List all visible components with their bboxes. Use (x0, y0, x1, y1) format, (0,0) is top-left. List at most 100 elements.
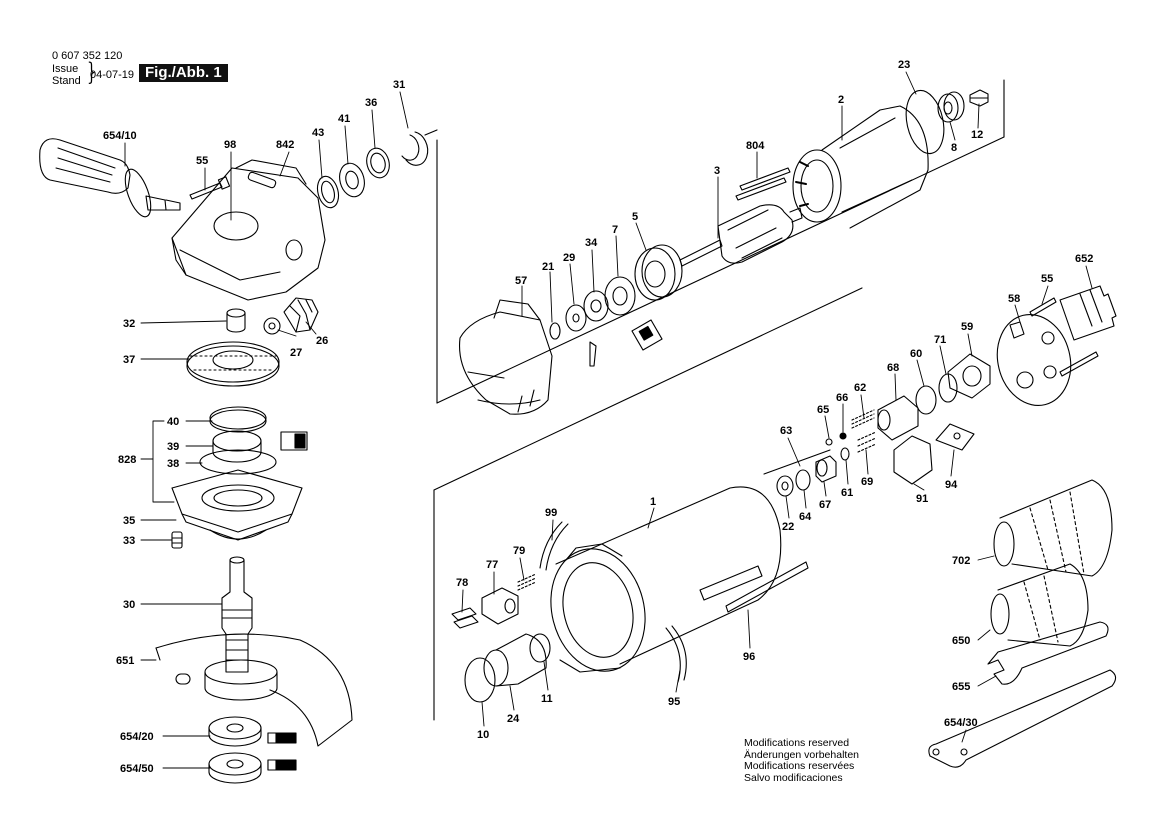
rotor (679, 204, 803, 267)
o-ring-38 (199, 449, 277, 475)
label-41: 41 (338, 113, 350, 125)
label-29: 29 (563, 252, 575, 264)
label-10: 10 (477, 729, 489, 741)
endplate-58 (996, 313, 1072, 407)
side-handle (39, 138, 181, 218)
label-30: 30 (123, 599, 135, 611)
pinion-26 (283, 297, 319, 333)
label-61: 61 (841, 487, 853, 499)
label-5: 5 (632, 211, 638, 223)
leader-lines (124, 71, 1093, 769)
label-96 (725, 561, 809, 613)
label-91: 91 (916, 493, 928, 505)
gasket-99 (539, 521, 569, 571)
ring-71 (938, 373, 958, 403)
label-21: 21 (542, 261, 554, 273)
label-63: 63 (780, 425, 792, 437)
label-62: 62 (854, 382, 866, 394)
label-654-30: 654/30 (944, 717, 978, 729)
label-94: 94 (945, 479, 958, 491)
label-828: 828 (118, 454, 136, 466)
motor-cylinder (792, 105, 929, 229)
label-12: 12 (971, 129, 983, 141)
label-35: 35 (123, 515, 135, 527)
label-55: 55 (196, 155, 208, 167)
symbol-box-654-20 (267, 732, 297, 744)
silencer-702 (993, 479, 1113, 577)
bearing-5 (634, 244, 683, 301)
guide-line-63 (763, 449, 831, 475)
label-23: 23 (898, 59, 910, 71)
assembly-frame-lower (433, 287, 863, 721)
notice-line-en: Modifications reserved (744, 737, 850, 749)
ring-10 (464, 657, 496, 703)
screw-58 (1059, 351, 1099, 377)
spindle (221, 556, 253, 673)
label-95: 95 (668, 696, 680, 708)
ball-66 (839, 432, 847, 440)
circlip-40 (209, 406, 267, 433)
label-58: 58 (1008, 293, 1020, 305)
ring-61 (840, 447, 850, 461)
label-652: 652 (1075, 253, 1093, 265)
issue-label: Issue (52, 63, 79, 75)
clip-94 (935, 423, 975, 451)
hose-nipple-652 (1059, 285, 1117, 341)
notice-line-es: Salvo modificaciones (744, 771, 843, 784)
label-654-10: 654/10 (103, 130, 137, 142)
label-57: 57 (515, 275, 527, 287)
label-1: 1 (650, 496, 656, 508)
label-77: 77 (486, 559, 498, 571)
label-55b: 55 (1041, 273, 1053, 285)
label-804: 804 (746, 140, 765, 152)
ring-11 (529, 633, 551, 663)
plug-67 (815, 455, 837, 483)
document-number: 0 607 352 120 (52, 50, 123, 62)
seal-64 (795, 469, 811, 491)
brace-symbol: } (87, 58, 97, 86)
label-38: 38 (167, 458, 179, 470)
wheel-guard (155, 633, 353, 747)
label-98: 98 (224, 139, 236, 151)
silencer-650 (990, 563, 1089, 647)
label-69: 69 (861, 476, 873, 488)
bolt-12 (969, 89, 989, 107)
label-78: 78 (456, 577, 468, 589)
filter-60 (915, 385, 937, 415)
lever-91 (893, 435, 933, 485)
label-59: 59 (961, 321, 973, 333)
label-79: 79 (513, 545, 525, 557)
label-651: 651 (116, 655, 134, 667)
valve-77 (481, 587, 519, 625)
modifications-notice: Modifications reserved Änderungen vorbeh… (744, 737, 859, 784)
bearing-34 (583, 290, 609, 322)
label-60: 60 (910, 348, 922, 360)
symbol-box-motor (631, 319, 663, 351)
label-40: 40 (167, 416, 179, 428)
drive-pin (589, 341, 597, 367)
flange-654-50 (208, 752, 262, 784)
motor-housing (550, 486, 782, 673)
label-71: 71 (934, 334, 946, 346)
bearing-set-upper (316, 131, 429, 209)
label-43: 43 (312, 127, 324, 139)
label-37: 37 (123, 354, 135, 366)
label-65: 65 (817, 404, 829, 416)
symbol-box-654-50 (267, 759, 297, 771)
gear-housing (171, 159, 326, 301)
washer-22 (776, 475, 794, 497)
label-24: 24 (507, 713, 520, 725)
label-650: 650 (952, 635, 970, 647)
label-655: 655 (952, 681, 970, 693)
label-66: 66 (836, 392, 848, 404)
valve-body-68 (877, 395, 919, 441)
part-labels: 654/10 55 98 842 43 41 36 31 32 27 26 37… (103, 59, 1093, 775)
label-96: 96 (743, 651, 755, 663)
label-654-20: 654/20 (120, 731, 154, 743)
issue-date: 04-07-19 (90, 69, 135, 81)
label-7: 7 (612, 224, 618, 236)
bearing-7 (604, 276, 636, 316)
label-22: 22 (782, 521, 794, 533)
flange-654-20 (208, 716, 262, 747)
